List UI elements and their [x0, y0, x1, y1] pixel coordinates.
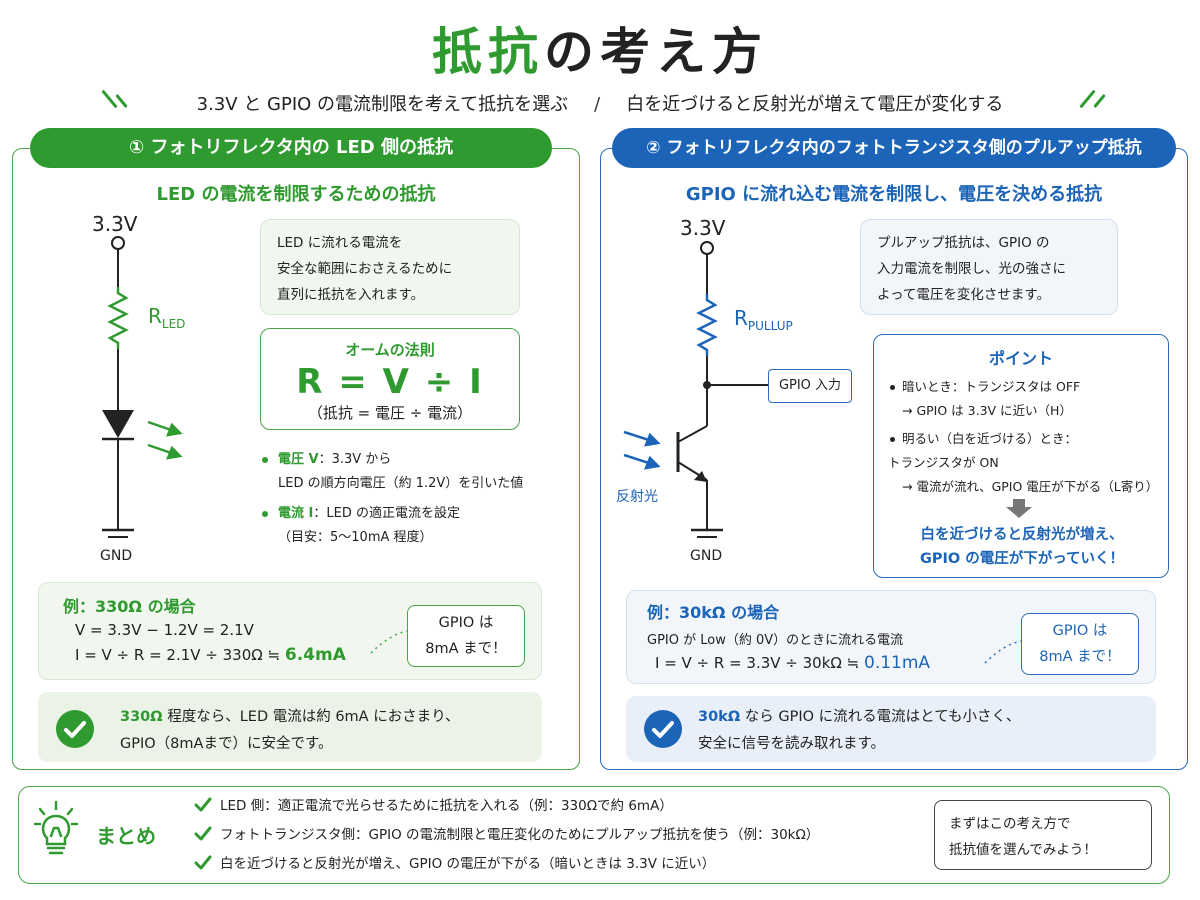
pullup-panel-heading: GPIO に流れ込む電流を制限し、電圧を決める抵抗 — [685, 184, 1103, 205]
list-item: 明るい（白を近づける）とき： — [888, 427, 1168, 451]
check-icon — [194, 826, 212, 841]
pullup-resistor-label: RPULLUP — [734, 306, 793, 333]
ohms-law-sub: （抵抗 = 電圧 ÷ 電流） — [307, 404, 473, 422]
list-item: フォトトランジスタ側：GPIO の電流制限と電圧変化のためにプルアップ抵抗を使う… — [194, 821, 819, 850]
pullup-example-line2: I = V ÷ R = 3.3V ÷ 30kΩ ≒ 0.11mA — [655, 653, 931, 673]
led-gnd-label: GND — [100, 548, 133, 564]
gpio-input-box: GPIO 入力 — [768, 369, 852, 403]
led-panel-heading: LED の電流を制限するための抵抗 — [156, 184, 436, 205]
led-vcc-label: 3.3V — [92, 212, 138, 236]
vcc-terminal — [700, 241, 714, 255]
subtitle-right: 白を近づけると反射光が増えて電圧が変化する — [626, 94, 1004, 115]
light-emission-arrows — [147, 420, 183, 460]
led-resistor-label: RLED — [148, 304, 186, 331]
incoming-light-arrows — [623, 430, 661, 470]
led-example-line1: V = 3.3V − 1.2V = 2.1V — [75, 621, 254, 639]
point-result: 白を近づけると反射光が増え、 GPIO の電圧が下がっていく！ — [919, 527, 1125, 567]
check-circle-icon — [644, 710, 682, 748]
check-icon — [194, 855, 212, 870]
page-title: 抵抗の考え方 — [432, 23, 768, 81]
ohms-law-title: オームの法則 — [345, 341, 435, 359]
list-item: 電流 I：LED の適正電流を設定（目安：5〜10mA 程度） — [258, 502, 558, 550]
pullup-circuit-diagram — [623, 241, 768, 538]
ohms-law-formula: R = V ÷ I — [296, 362, 484, 402]
led-note: LED に流れる電流を 安全な範囲におさえるために 直列に抵抗を入れます。 — [260, 219, 520, 315]
list-item: 白を近づけると反射光が増え、GPIO の電圧が下がる（暗いときは 3.3V に近… — [194, 850, 819, 879]
led-example-box: 例：330Ω の場合 V = 3.3V − 1.2V = 2.1V I = V … — [38, 582, 542, 680]
dotted-connector — [370, 630, 408, 654]
pullup-panel-pill: ② フォトリフレクタ内のフォトトランジスタ側のプルアップ抵抗 — [612, 128, 1176, 168]
list-item: トランジスタが ON — [888, 455, 999, 470]
point-title: ポイント — [988, 349, 1053, 368]
led-example-line2: I = V ÷ R = 2.1V ÷ 330Ω ≒ 6.4mA — [75, 645, 346, 665]
lightbulb-icon — [34, 800, 78, 855]
reflected-light-label: 反射光 — [616, 489, 658, 505]
resistor-pullup — [696, 294, 718, 356]
summary-label: まとめ — [96, 824, 156, 848]
point-box: ポイント 暗いとき：トランジスタは OFF → GPIO は 3.3V に近い（… — [873, 334, 1169, 578]
subtitle-left: 3.3V と GPIO の電流制限を考えて抵抗を選ぶ — [196, 94, 569, 115]
vcc-terminal — [111, 236, 125, 250]
pullup-check-row: 30kΩ なら GPIO に流れる電流はとても小さく、 安全に信号を読み取れます… — [626, 696, 1156, 762]
led-gpio-limit-box: GPIO は 8mA まで！ — [407, 605, 525, 667]
subtitle-separator: / — [594, 94, 601, 115]
summary-panel — [18, 786, 1170, 884]
list-item: LED 側：適正電流で光らせるために抵抗を入れる（例：330Ωで約 6mA） — [194, 792, 819, 821]
emitter-arrow — [694, 471, 707, 482]
led-example-title: 例：330Ω の場合 — [63, 597, 196, 616]
led-check-row: 330Ω 程度なら、LED 電流は約 6mA におさまり、 GPIO（8mAまで… — [38, 692, 542, 762]
list-item: → 電流が流れ、GPIO 電圧が下がる（L寄り） — [902, 479, 1159, 494]
list-item: 暗いとき：トランジスタは OFF — [888, 375, 1168, 399]
led-panel-pill: ① フォトリフレクタ内の LED 側の抵抗 — [30, 128, 552, 168]
check-circle-icon — [56, 710, 94, 748]
pullup-gpio-limit-box: GPIO は 8mA まで！ — [1021, 613, 1139, 675]
pullup-example-title: 例：30kΩ の場合 — [647, 603, 780, 622]
pullup-example-box: 例：30kΩ の場合 GPIO が Low（約 0V）のときに流れる電流 I =… — [626, 590, 1156, 684]
summary-list: LED 側：適正電流で光らせるために抵抗を入れる（例：330Ωで約 6mA） フ… — [194, 792, 819, 879]
pullup-example-line1: GPIO が Low（約 0V）のときに流れる電流 — [647, 633, 904, 648]
pullup-vcc-label: 3.3V — [680, 216, 726, 240]
led-diode-icon — [102, 410, 134, 438]
list-item: → GPIO は 3.3V に近い（H） — [902, 403, 1072, 418]
pullup-gnd-label: GND — [690, 548, 723, 564]
check-icon — [194, 797, 212, 812]
summary-callout: まずはこの考え方で 抵抗値を選んでみよう！ — [934, 800, 1152, 870]
subtitle: 3.3V と GPIO の電流制限を考えて抵抗を選ぶ / 白を近づけると反射光が増え… — [0, 90, 1200, 116]
resistor-led — [107, 287, 129, 349]
dotted-connector — [984, 640, 1022, 664]
down-arrow-icon — [1006, 499, 1032, 518]
led-circuit-diagram — [102, 236, 183, 538]
pullup-note: プルアップ抵抗は、GPIO の 入力電流を制限し、光の強さに よって電圧を変化さ… — [860, 219, 1118, 315]
ohms-law-box: オームの法則 R = V ÷ I （抵抗 = 電圧 ÷ 電流） — [260, 328, 520, 430]
